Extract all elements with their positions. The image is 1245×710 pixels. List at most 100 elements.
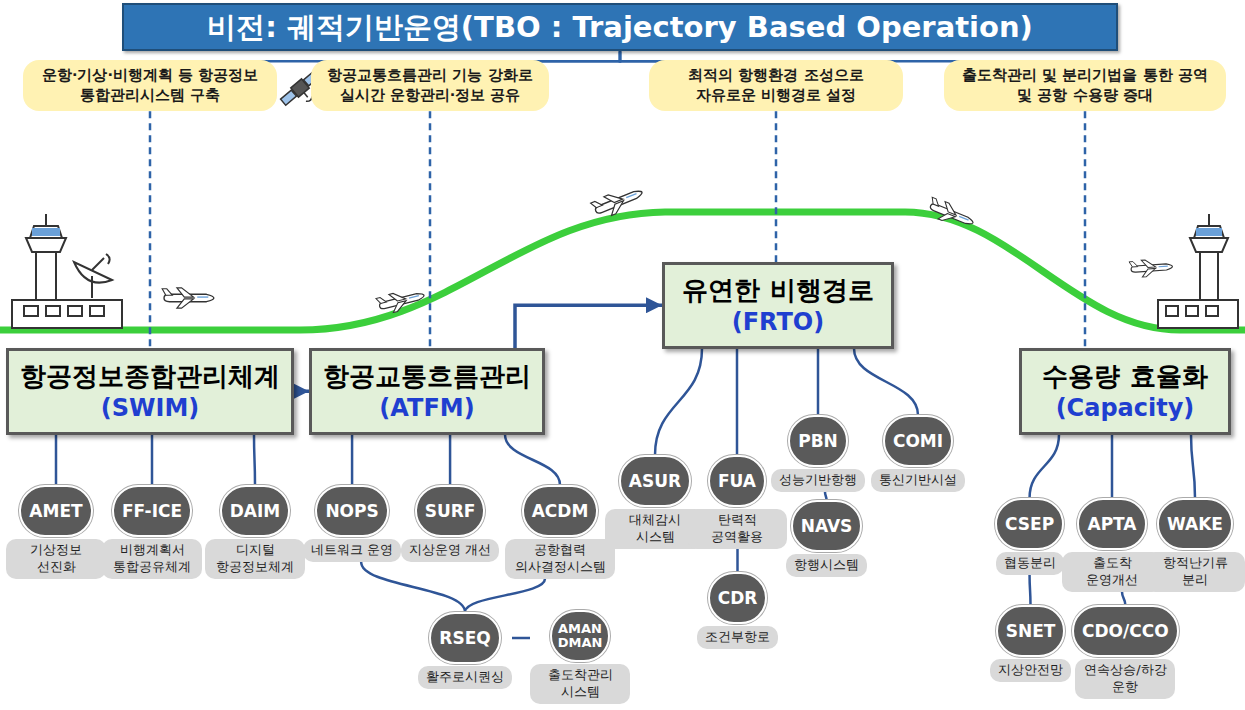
module-node: SNET지상안전망 bbox=[990, 605, 1071, 682]
module-node: AMET기상정보 선진화 bbox=[6, 485, 106, 579]
left-airport bbox=[26, 238, 66, 252]
connector-line bbox=[817, 349, 820, 416]
radar-dish bbox=[74, 254, 112, 298]
module-description: 비행계획서 통합공유체계 bbox=[102, 539, 202, 579]
module-code: CDO/CCO bbox=[1072, 605, 1179, 657]
right-airport bbox=[1194, 226, 1224, 238]
domain-title: 수용량 효율화 bbox=[1032, 360, 1218, 393]
aircraft bbox=[162, 288, 214, 308]
module-description: 통신기반시설 bbox=[871, 469, 965, 492]
connector-line bbox=[465, 579, 545, 612]
module-node: FF-ICE비행계획서 통합공유체계 bbox=[102, 485, 202, 579]
module-code: RSEQ bbox=[429, 612, 500, 664]
module-node: FUA탄력적 공역활용 bbox=[687, 455, 787, 549]
connector-line bbox=[825, 492, 827, 500]
module-description: 활주로시퀀싱 bbox=[418, 666, 512, 689]
flight-path bbox=[0, 212, 1245, 330]
module-code: CSEP bbox=[995, 498, 1064, 550]
module-description: 항적난기류 분리 bbox=[1145, 552, 1245, 592]
connector-line bbox=[512, 637, 530, 640]
right-airport bbox=[1166, 306, 1178, 316]
radar-dish bbox=[91, 276, 93, 298]
connector-line bbox=[1111, 435, 1114, 499]
domain-title: 항공교통흐름관리 bbox=[322, 360, 532, 393]
module-code: ACDM bbox=[522, 485, 599, 537]
radar-dish bbox=[92, 258, 104, 270]
connector-line bbox=[254, 435, 255, 486]
left-airport bbox=[24, 306, 38, 316]
module-description: 출도착관리 시스템 bbox=[530, 664, 630, 704]
module-node: WAKE항적난기류 분리 bbox=[1145, 498, 1245, 592]
connector-line bbox=[505, 435, 560, 486]
right-airport bbox=[1158, 300, 1238, 328]
domain-box: 항공정보종합관리체계(SWIM) bbox=[6, 348, 294, 435]
module-node: RSEQ활주로시퀀싱 bbox=[418, 612, 512, 689]
connector-group bbox=[56, 51, 1195, 638]
goal-text: 운항·기상·비행계획 등 항공정보 통합관리시스템 구축 bbox=[37, 66, 263, 105]
connector-line bbox=[1122, 592, 1125, 605]
domain-code: (SWIM) bbox=[19, 393, 281, 423]
aircraft bbox=[590, 183, 646, 221]
connector-line bbox=[1030, 435, 1059, 499]
connector-line bbox=[736, 349, 739, 456]
connector-line bbox=[351, 435, 354, 486]
right-airport bbox=[1206, 306, 1218, 316]
module-node: NOPS네트워크 운영 bbox=[303, 485, 401, 562]
left-airport bbox=[45, 214, 47, 226]
module-description: 공항협력 의사결정시스템 bbox=[505, 539, 615, 579]
left-airport bbox=[12, 214, 122, 328]
goal-callout: 항공교통흐름관리 기능 강화로 실시간 운항관리·정보 공유 bbox=[311, 60, 549, 111]
connector-line bbox=[1084, 111, 1087, 348]
domain-code: (FRTO) bbox=[675, 307, 881, 337]
module-description: 기상정보 선진화 bbox=[6, 539, 106, 579]
module-code: SNET bbox=[996, 605, 1066, 657]
left-airport bbox=[32, 228, 60, 236]
module-description: 협동분리 bbox=[996, 552, 1064, 575]
module-code: DAIM bbox=[220, 485, 291, 537]
module-code: FF-ICE bbox=[112, 485, 192, 537]
module-node: DAIM디지털 항공정보체계 bbox=[205, 485, 305, 579]
connector-line bbox=[1191, 435, 1195, 499]
goal-callout: 출도착관리 및 분리기법을 통한 공역 및 공항 수용량 증대 bbox=[944, 60, 1226, 111]
connector-line bbox=[736, 549, 739, 572]
satellite bbox=[281, 90, 297, 105]
module-node: CDO/CCO연속상승/하강 운항 bbox=[1072, 605, 1179, 699]
goal-text: 항공교통흐름관리 기능 강화로 실시간 운항관리·정보 공유 bbox=[325, 66, 535, 105]
domain-code: (Capacity) bbox=[1032, 393, 1218, 423]
domain-box: 수용량 효율화(Capacity) bbox=[1019, 348, 1231, 435]
module-node: NAVS항행시스템 bbox=[786, 500, 867, 577]
module-node: CDR조건부항로 bbox=[697, 572, 778, 649]
right-airport bbox=[1196, 228, 1222, 236]
flight-path bbox=[0, 212, 1245, 330]
connector-line bbox=[655, 349, 702, 456]
right-airport bbox=[1186, 306, 1198, 316]
connector-line bbox=[361, 562, 465, 612]
module-code: NAVS bbox=[791, 500, 863, 552]
module-code: AMAN DMAN bbox=[550, 610, 610, 662]
connector-line bbox=[1028, 575, 1031, 605]
vision-banner: 비전: 궤적기반운영(TBO : Trajectory Based Operat… bbox=[122, 3, 1118, 51]
domain-title: 항공정보종합관리체계 bbox=[19, 360, 281, 393]
aircraft bbox=[926, 196, 977, 231]
connector-line bbox=[429, 111, 432, 348]
flow-arrow bbox=[294, 390, 309, 394]
module-code: APTA bbox=[1077, 498, 1146, 550]
left-airport bbox=[68, 306, 82, 316]
module-node: ACDM공항협력 의사결정시스템 bbox=[505, 485, 615, 579]
vision-title: 비전: 궤적기반운영(TBO : Trajectory Based Operat… bbox=[140, 9, 1100, 45]
left-airport bbox=[30, 226, 62, 238]
domain-title: 유연한 비행경로 bbox=[675, 274, 881, 307]
aircraft bbox=[376, 286, 426, 316]
aircraft bbox=[1129, 258, 1173, 278]
module-code: SURF bbox=[415, 485, 486, 537]
module-code: WAKE bbox=[1157, 498, 1233, 550]
domain-box: 항공교통흐름관리(ATFM) bbox=[309, 348, 545, 435]
module-description: 지상운영 개선 bbox=[401, 539, 499, 562]
module-node: CSEP협동분리 bbox=[995, 498, 1064, 575]
module-code: ASUR bbox=[619, 455, 691, 507]
connector-line bbox=[854, 349, 918, 416]
module-node: COMI통신기반시설 bbox=[871, 415, 965, 492]
connector-line bbox=[55, 435, 58, 486]
goal-callout: 최적의 항행환경 조성으로 자유로운 비행경로 설정 bbox=[649, 60, 903, 111]
